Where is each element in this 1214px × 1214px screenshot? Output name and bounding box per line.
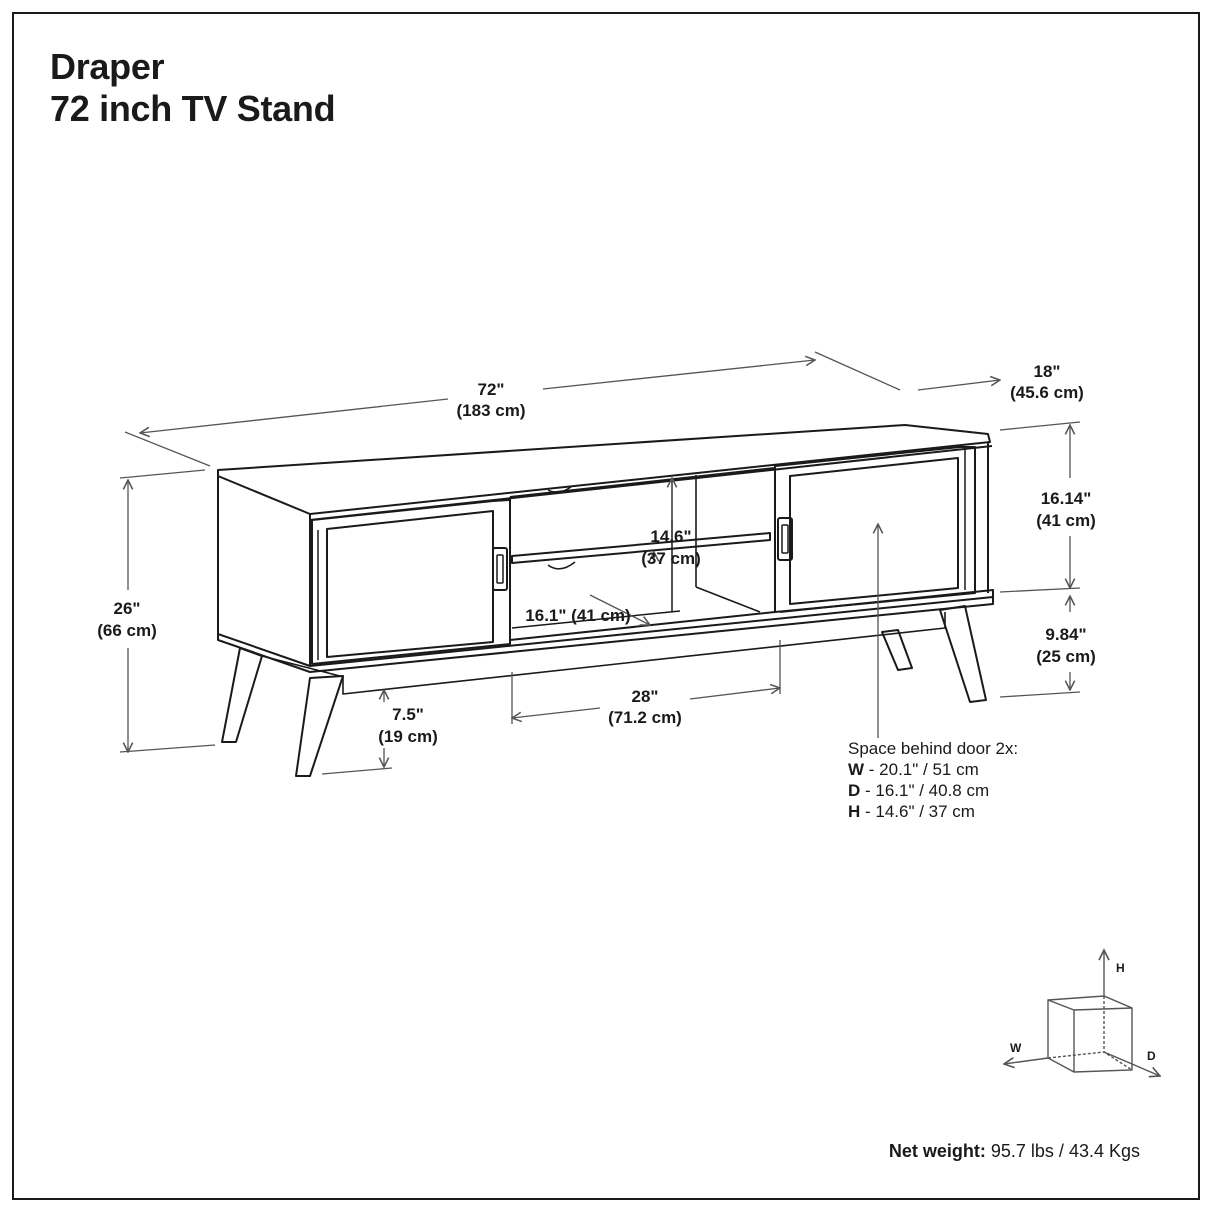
- page-frame: [12, 12, 1200, 1200]
- door-space-note: Space behind door 2x: W - 20.1" / 51 cm …: [848, 738, 1018, 822]
- product-title: Draper 72 inch TV Stand: [50, 46, 336, 130]
- door-space-height: H - 14.6" / 37 cm: [848, 802, 975, 821]
- cabinet-height-inch-label: 16.14": [1041, 489, 1092, 508]
- dimension-lines: [119, 351, 1081, 775]
- opening-width-cm-label: (71.2 cm): [608, 708, 682, 727]
- depth-cm-label: (45.6 cm): [1010, 383, 1084, 402]
- base-height-inch-label: 9.84": [1045, 625, 1086, 644]
- door-space-depth: D - 16.1" / 40.8 cm: [848, 781, 990, 800]
- height-inch-label: 26": [114, 599, 141, 618]
- base-height-cm-label: (25 cm): [1036, 647, 1096, 666]
- product-name: Draper: [50, 46, 165, 87]
- axis-cube-icon: [1004, 950, 1160, 1076]
- tv-stand-outline: [217, 424, 994, 777]
- leg-clearance-inch-label: 7.5": [392, 705, 424, 724]
- door-space-width: W - 20.1" / 51 cm: [848, 760, 979, 779]
- axis-d-label: D: [1147, 1049, 1156, 1063]
- door-space-heading: Space behind door 2x:: [848, 739, 1019, 758]
- depth-inch-label: 18": [1034, 362, 1061, 381]
- shelf-height-cm-label: (37 cm): [641, 549, 701, 568]
- net-weight: Net weight: 95.7 lbs / 43.4 Kgs: [889, 1141, 1140, 1162]
- shelf-depth-label: 16.1" (41 cm): [525, 606, 630, 625]
- height-cm-label: (66 cm): [97, 621, 157, 640]
- net-weight-value: 95.7 lbs / 43.4 Kgs: [985, 1141, 1140, 1161]
- width-inch-label: 72": [478, 380, 505, 399]
- net-weight-label: Net weight:: [888, 1141, 986, 1161]
- opening-width-inch-label: 28": [632, 687, 659, 706]
- cabinet-height-cm-label: (41 cm): [1036, 511, 1096, 530]
- leg-clearance-cm-label: (19 cm): [378, 727, 438, 746]
- product-subtitle: 72 inch TV Stand: [50, 88, 336, 129]
- axis-h-label: H: [1116, 961, 1125, 975]
- shelf-height-inch-label: 14.6": [650, 527, 691, 546]
- axis-w-label: W: [1010, 1041, 1022, 1055]
- width-cm-label: (183 cm): [457, 401, 526, 420]
